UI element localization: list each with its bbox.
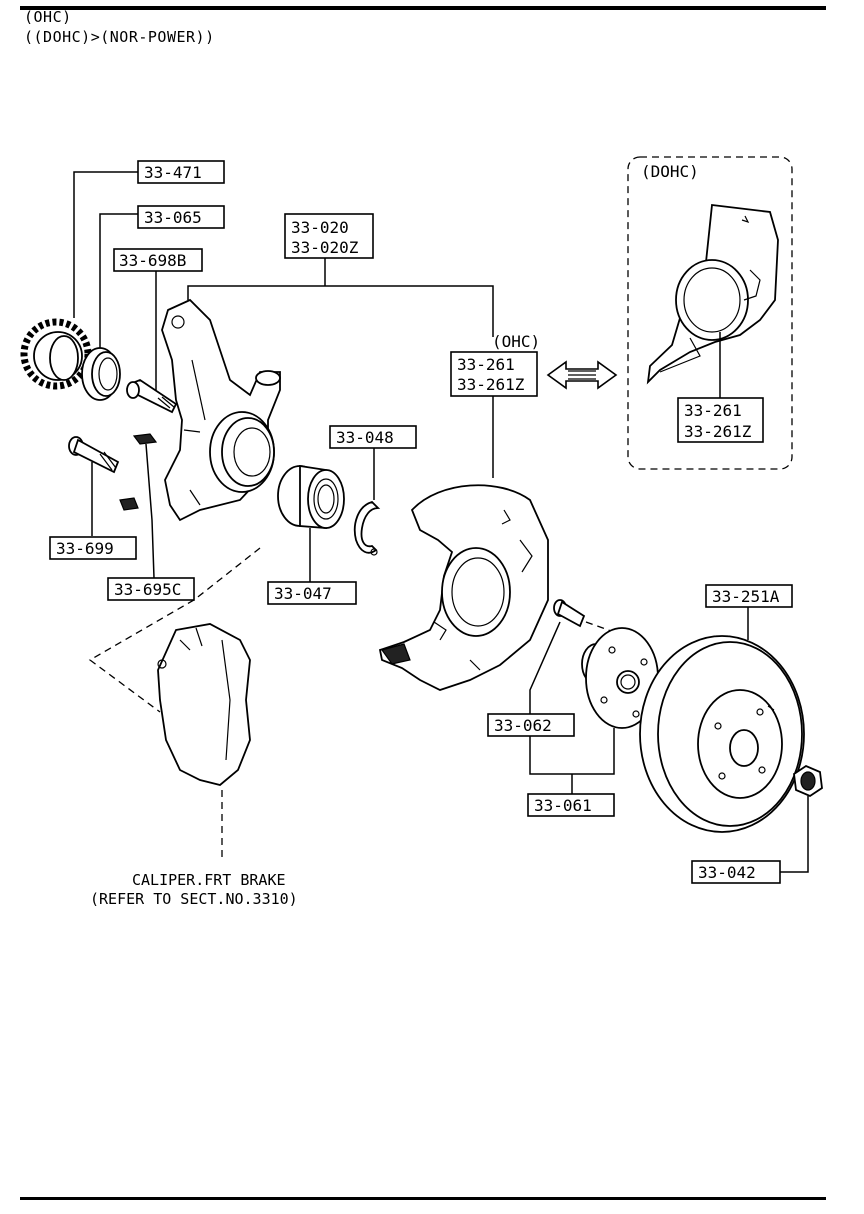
leader-33-062	[529, 621, 561, 714]
callout-33-048: 33-048	[336, 428, 394, 447]
callout-33-062: 33-062	[494, 716, 552, 735]
dust-cover-ohc	[378, 484, 549, 691]
callout-33-065: 33-065	[144, 208, 202, 227]
caliper-note-title: CALIPER.FRT BRAKE	[132, 871, 286, 889]
double-arrow-icon	[546, 360, 618, 390]
dust-cover-dohc	[646, 203, 779, 385]
callout-33-020: 33-020	[291, 218, 349, 237]
callout-box-33-047	[267, 581, 357, 605]
leader-33-020	[187, 258, 494, 337]
callout-33-471: 33-471	[144, 163, 202, 182]
callout-33-261-dohc: 33-261	[684, 401, 742, 420]
dohc-inset-frame	[627, 156, 793, 470]
callout-box-33-251A	[705, 584, 793, 608]
callout-box-33-062	[487, 713, 575, 737]
bolt-33-698B	[126, 378, 178, 414]
clip-33-695C	[119, 433, 158, 511]
callout-box-33-020	[284, 213, 374, 259]
caliper-note-reference: (REFER TO SECT.NO.3310)	[90, 890, 298, 908]
callout-33-698B: 33-698B	[119, 251, 186, 270]
callout-box-33-042	[691, 860, 781, 884]
brake-disc	[639, 635, 805, 833]
callout-box-33-698B	[113, 248, 203, 272]
callout-33-261: 33-261	[457, 355, 515, 374]
callout-33-695C: 33-695C	[114, 580, 181, 599]
callout-box-33-699	[49, 536, 137, 560]
header-variant-line: (OHC)	[24, 8, 72, 26]
ohc-label: (OHC)	[492, 332, 540, 351]
callout-box-33-695C	[107, 577, 195, 601]
bottom-rule	[20, 1197, 826, 1200]
callout-33-020Z: 33-020Z	[291, 238, 359, 257]
callout-box-33-065	[137, 205, 225, 229]
hub-bolt	[553, 599, 586, 628]
leader-33-061	[529, 728, 615, 794]
callout-33-047: 33-047	[274, 584, 332, 603]
callout-box-33-261-dohc	[677, 397, 764, 443]
header-condition-line: ((DOHC)>(NOR-POWER))	[24, 28, 215, 46]
caliper-mount-guide-line	[88, 547, 261, 713]
callout-box-33-048	[329, 425, 417, 449]
leader-33-695C	[145, 443, 155, 579]
callout-box-33-061	[527, 793, 615, 817]
top-rule	[20, 6, 826, 10]
oil-seal	[81, 347, 121, 401]
callout-33-699: 33-699	[56, 539, 114, 558]
callout-33-042: 33-042	[698, 863, 756, 882]
callout-33-251A: 33-251A	[712, 587, 780, 606]
dohc-label: (DOHC)	[641, 162, 699, 181]
hub-nut	[793, 764, 823, 798]
callout-33-061: 33-061	[534, 796, 592, 815]
brake-caliper	[157, 623, 251, 786]
leader-33-065	[99, 213, 138, 352]
leader-33-471	[73, 171, 138, 318]
callout-box-33-261	[450, 351, 538, 397]
callout-33-261Z-dohc: 33-261Z	[684, 422, 752, 441]
callout-33-261Z: 33-261Z	[457, 375, 525, 394]
leader-33-042	[780, 796, 809, 873]
bolt-33-699	[68, 436, 120, 474]
snap-ring	[353, 500, 381, 556]
abs-sensor-rotor	[20, 318, 92, 390]
steering-knuckle	[161, 298, 281, 522]
wheel-bearing	[277, 464, 345, 529]
